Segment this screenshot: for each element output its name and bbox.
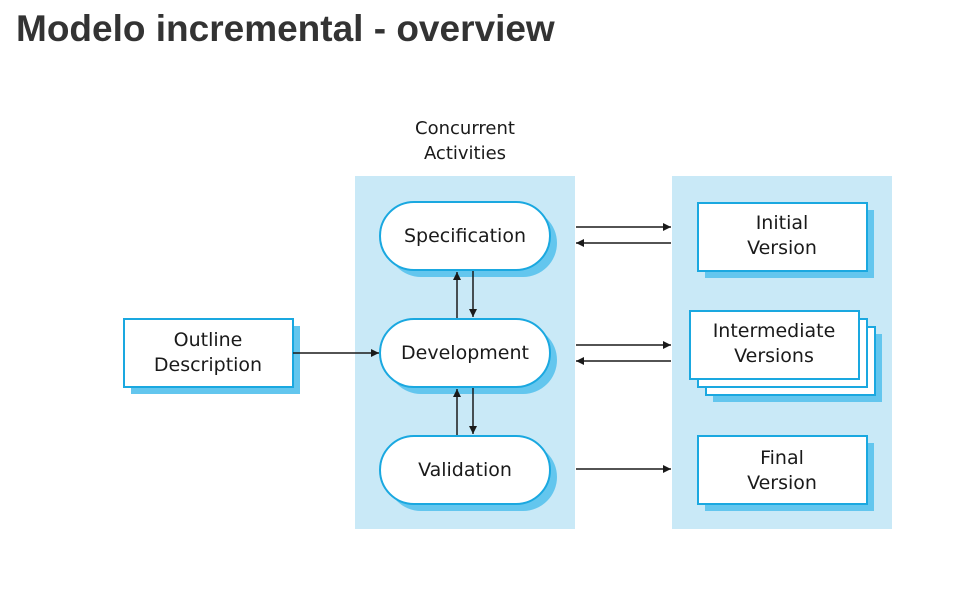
intermediate-versions-line1: Intermediate [713, 320, 836, 342]
final-version-line2: Version [747, 472, 817, 494]
validation-label: Validation [418, 459, 512, 481]
concurrent-activities-label-line2: Activities [424, 143, 506, 164]
page-title: Modelo incremental - overview [16, 8, 555, 49]
development-label: Development [401, 342, 529, 364]
concurrent-activities-label-line1: Concurrent [415, 118, 515, 139]
outline-description-box: Outline Description [123, 318, 300, 394]
initial-version-line2: Version [747, 237, 817, 259]
initial-version-line1: Initial [756, 212, 809, 234]
development-activity: Development [379, 318, 557, 394]
final-version-line1: Final [760, 447, 804, 469]
outline-description-line2: Description [154, 354, 262, 376]
final-version-box: Final Version [697, 435, 874, 511]
intermediate-versions-line2: Versions [734, 345, 814, 367]
initial-version-box: Initial Version [697, 202, 874, 278]
specification-label: Specification [404, 225, 526, 247]
intermediate-versions-stack: Intermediate Versions [689, 310, 882, 402]
validation-activity: Validation [379, 435, 557, 511]
specification-activity: Specification [379, 201, 557, 277]
outline-description-line1: Outline [174, 329, 243, 351]
